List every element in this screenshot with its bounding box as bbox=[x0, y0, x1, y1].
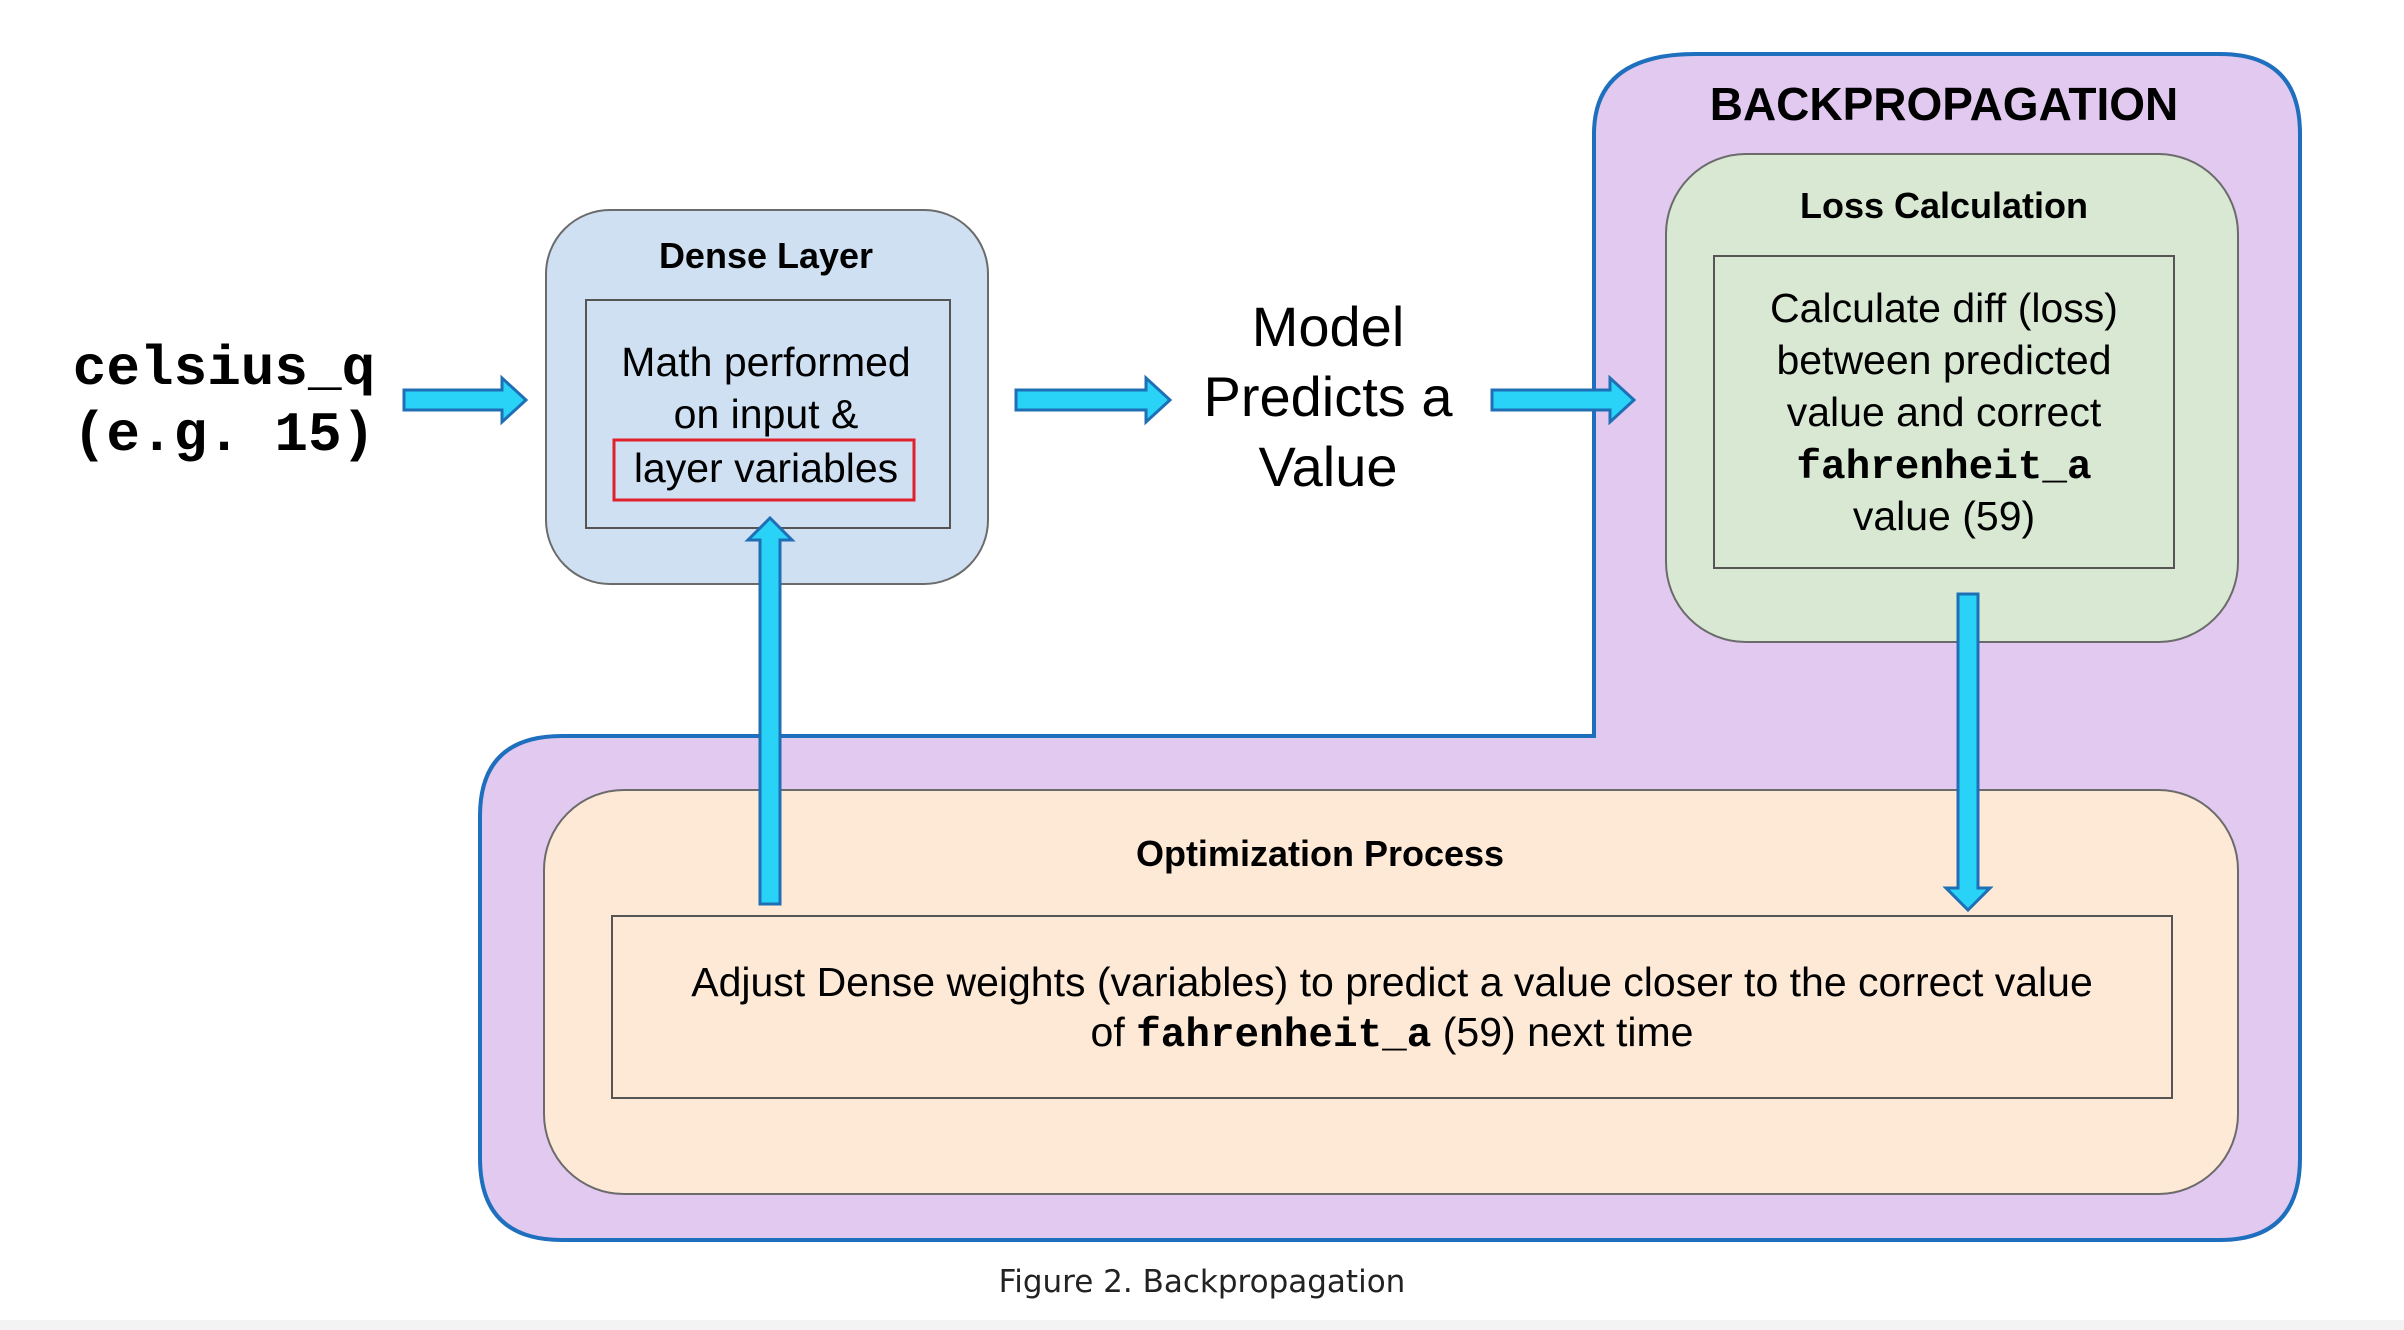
optimization-text-line-2-pre: of bbox=[1091, 1009, 1137, 1055]
loss-to-optimization-arrow bbox=[1942, 592, 1994, 913]
optimization-text-line-1: Adjust Dense weights (variables) to pred… bbox=[691, 959, 2093, 1005]
loss-text-line-2: between predicted bbox=[1776, 337, 2111, 383]
loss-text-code: fahrenheit_a bbox=[1796, 445, 2091, 491]
layer-variables-text: layer variables bbox=[634, 445, 898, 491]
backpropagation-title: BACKPROPAGATION bbox=[1710, 78, 2179, 130]
page-bottom-strip bbox=[0, 1320, 2404, 1330]
optimization-to-dense-arrow bbox=[744, 515, 796, 906]
optimization-process-title: Optimization Process bbox=[1136, 833, 1504, 874]
loss-text-line-5: value (59) bbox=[1853, 493, 2035, 539]
optimization-text-line-2-code: fahrenheit_a bbox=[1136, 1013, 1431, 1059]
prediction-line-3: Value bbox=[1258, 435, 1397, 498]
input-line-2: (e.g. 15) bbox=[73, 403, 375, 467]
optimization-text-line-2-post: (59) next time bbox=[1431, 1009, 1693, 1055]
loss-text-line-1: Calculate diff (loss) bbox=[1770, 285, 2118, 331]
input-to-dense-arrow bbox=[402, 374, 529, 426]
layer-variables-highlight bbox=[612, 438, 916, 502]
loss-text-line-3: value and correct bbox=[1787, 389, 2102, 435]
figure-caption: Figure 2. Backpropagation bbox=[998, 1264, 1406, 1300]
prediction-line-1: Model bbox=[1252, 295, 1405, 358]
prediction-line-2: Predicts a bbox=[1204, 365, 1454, 428]
prediction-to-backprop-arrow bbox=[1490, 374, 1637, 426]
dense-layer-inner-box bbox=[585, 299, 951, 529]
dense-layer-title: Dense Layer bbox=[659, 235, 873, 276]
optimization-inner-box bbox=[611, 915, 2173, 1099]
loss-calculation-inner-box bbox=[1713, 255, 2175, 569]
optimization-text-line-2: of fahrenheit_a (59) next time bbox=[1091, 1009, 1694, 1059]
dense-to-prediction-arrow bbox=[1014, 374, 1173, 426]
input-line-1: celsius_q bbox=[73, 337, 375, 401]
dense-layer-line-1: Math performed bbox=[621, 339, 910, 385]
dense-layer-line-2: on input & bbox=[674, 391, 859, 437]
loss-calculation-title: Loss Calculation bbox=[1800, 185, 2088, 226]
